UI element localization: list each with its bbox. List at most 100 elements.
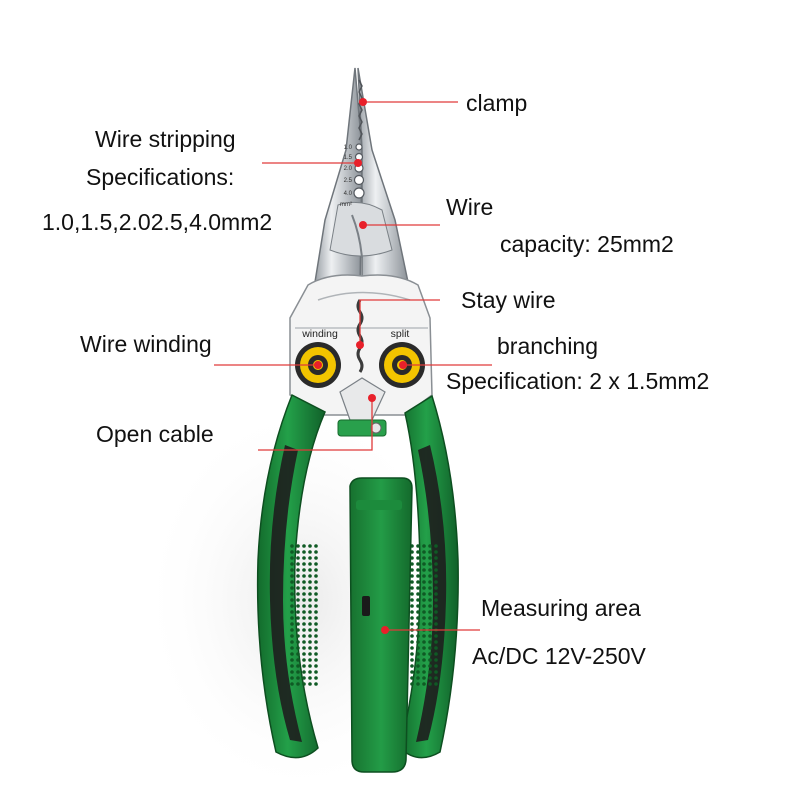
grip-dot: [410, 658, 414, 662]
grip-dot: [428, 592, 432, 596]
grip-dot: [416, 670, 420, 674]
grip-dot: [290, 640, 294, 644]
grip-dot: [410, 568, 414, 572]
grip-dot: [314, 622, 318, 626]
grip-dot: [308, 562, 312, 566]
grip-dot: [416, 556, 420, 560]
grip-dot: [434, 586, 438, 590]
grip-dot: [416, 574, 420, 578]
dot-stay: [356, 341, 364, 349]
grip-dot: [308, 682, 312, 686]
grip-dot: [428, 634, 432, 638]
grip-dot: [422, 652, 426, 656]
grip-dot: [296, 628, 300, 632]
grip-dot: [416, 544, 420, 548]
grip-dot: [434, 574, 438, 578]
grip-dot: [410, 652, 414, 656]
grip-dot: [422, 616, 426, 620]
grip-dot: [314, 676, 318, 680]
grip-dot: [434, 676, 438, 680]
grip-dot: [416, 652, 420, 656]
grip-dot: [434, 652, 438, 656]
grip-dot: [296, 670, 300, 674]
grip-dot: [314, 580, 318, 584]
grip-dot: [308, 670, 312, 674]
gauge-mark-3: 2.0: [344, 166, 353, 172]
grip-dot: [416, 646, 420, 650]
label-open-cable: Open cable: [96, 421, 214, 447]
grip-dot: [290, 562, 294, 566]
grip-dot: [314, 682, 318, 686]
grip-dot: [290, 628, 294, 632]
grip-dot: [434, 670, 438, 674]
grip-dot: [416, 604, 420, 608]
label-strip-specifications: Specifications:: [86, 164, 235, 190]
grip-dot: [296, 610, 300, 614]
grip-dot: [296, 658, 300, 662]
grip-dot: [290, 616, 294, 620]
grip-dot: [296, 544, 300, 548]
grip-dot: [314, 598, 318, 602]
grip-dot: [422, 682, 426, 686]
grip-dot: [410, 616, 414, 620]
grip-dot: [416, 634, 420, 638]
grip-dot: [296, 664, 300, 668]
callout-dots: [314, 98, 407, 634]
grip-dot: [428, 676, 432, 680]
grip-dot: [296, 550, 300, 554]
grip-dot: [428, 652, 432, 656]
grip-dot: [434, 562, 438, 566]
grip-dot: [434, 682, 438, 686]
grip-dot: [416, 610, 420, 614]
grip-dot: [416, 616, 420, 620]
grip-dot: [308, 634, 312, 638]
grip-dot: [296, 574, 300, 578]
grip-dot: [302, 652, 306, 656]
grip-dot: [302, 562, 306, 566]
grip-dot: [410, 574, 414, 578]
grip-dot: [416, 580, 420, 584]
grip-dot: [410, 622, 414, 626]
grip-dot: [308, 610, 312, 614]
grip-dot: [302, 610, 306, 614]
grip-dot: [314, 568, 318, 572]
grip-dot: [296, 676, 300, 680]
grip-dot: [296, 604, 300, 608]
grip-dot: [434, 610, 438, 614]
grip-dot: [296, 646, 300, 650]
grip-dot: [428, 544, 432, 548]
pliers-head: winding split: [289, 67, 433, 437]
grip-dot: [434, 556, 438, 560]
grip-dot: [290, 622, 294, 626]
grip-dot: [302, 670, 306, 674]
grip-dot: [290, 682, 294, 686]
grip-dot: [302, 622, 306, 626]
grip-dot: [428, 580, 432, 584]
grip-dot: [314, 634, 318, 638]
dot-winding: [314, 361, 322, 369]
grip-dot: [410, 592, 414, 596]
grip-dot: [308, 604, 312, 608]
label-wire-winding: Wire winding: [80, 331, 212, 357]
grip-dot: [290, 676, 294, 680]
grip-dot: [296, 640, 300, 644]
gauge-mark-5: 4.0: [344, 191, 353, 197]
label-branching: branching: [497, 333, 599, 359]
grip-dot: [314, 604, 318, 608]
grip-dot: [296, 586, 300, 590]
grip-dot: [416, 622, 420, 626]
grip-dots-left: [290, 544, 318, 686]
grip-dot: [422, 592, 426, 596]
grip-dot: [302, 586, 306, 590]
grip-dot: [290, 652, 294, 656]
grip-dot: [302, 664, 306, 668]
grip-dot: [422, 580, 426, 584]
grip-dot: [308, 622, 312, 626]
grip-dot: [296, 682, 300, 686]
dot-clamp: [359, 98, 367, 106]
dot-branch: [399, 361, 407, 369]
grip-dot: [434, 604, 438, 608]
grip-dot: [308, 586, 312, 590]
grip-dot: [416, 682, 420, 686]
grip-dot: [314, 574, 318, 578]
